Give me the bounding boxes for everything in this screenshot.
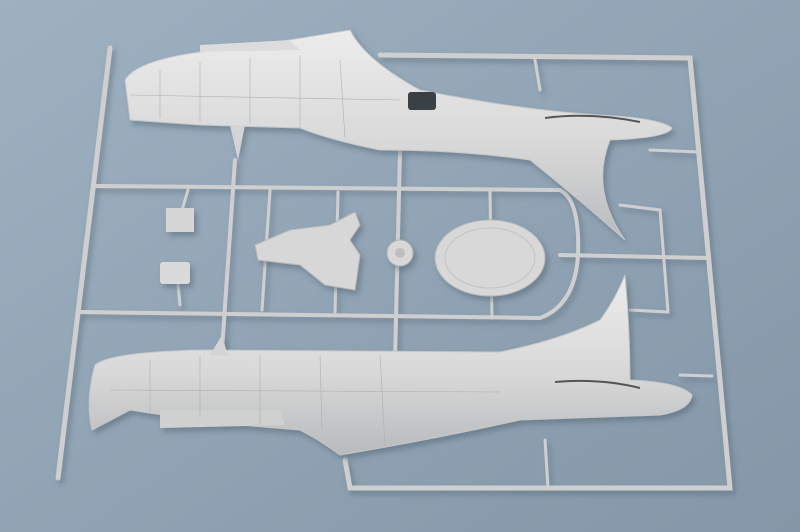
small-panel-part [160, 262, 190, 284]
small-square-part [166, 208, 194, 232]
sprue-frame [55, 45, 733, 491]
oval-deck-part [434, 219, 546, 297]
small-parts [160, 208, 546, 297]
upper-fuselage-part [124, 29, 673, 241]
cockpit-floor-part [254, 211, 361, 291]
lower-fuselage-part [88, 274, 693, 456]
